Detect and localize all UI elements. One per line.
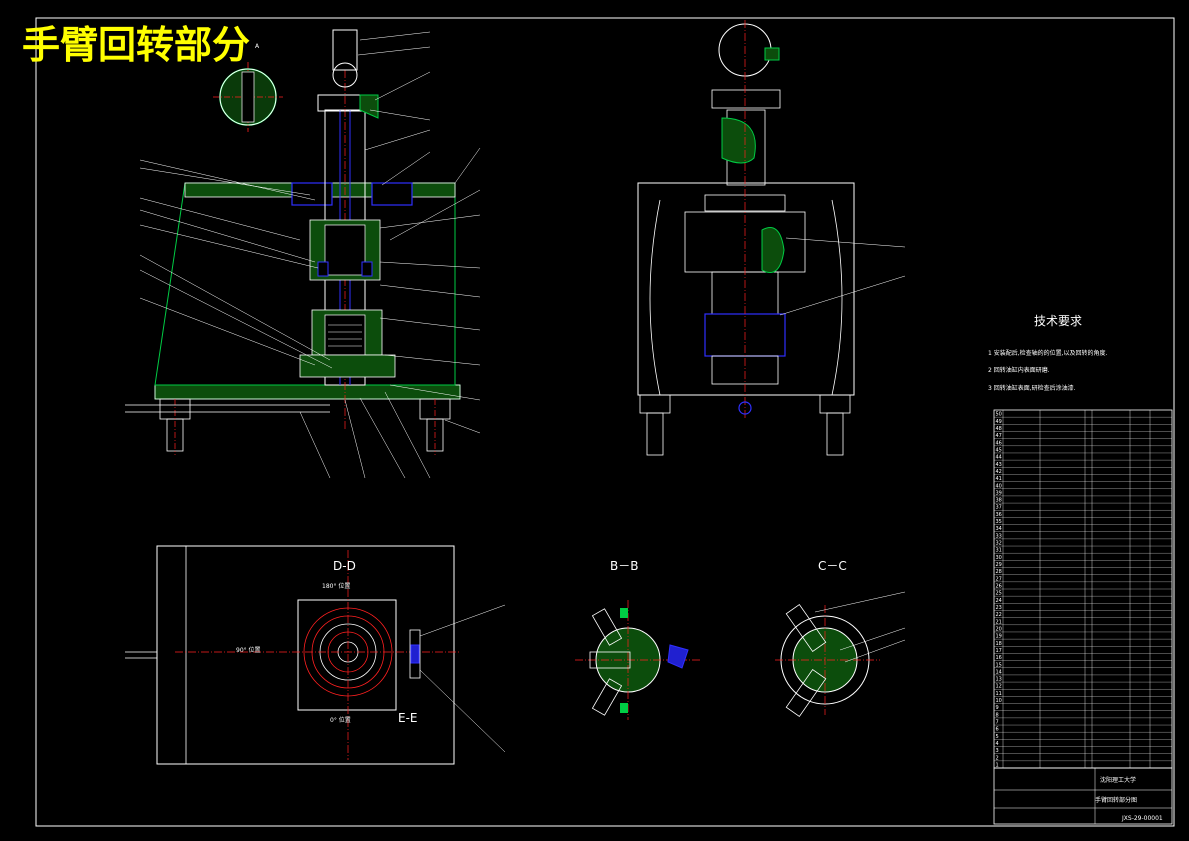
parts-table-row-number: 47 xyxy=(996,433,1002,439)
parts-table-row-number: 27 xyxy=(996,576,1002,582)
side-view xyxy=(637,20,906,456)
parts-table-row-number: 44 xyxy=(996,455,1002,461)
parts-table-row-number: 28 xyxy=(996,569,1002,575)
cc-section-view: C－C xyxy=(775,559,906,717)
parts-table-row-number: 26 xyxy=(996,584,1002,590)
parts-table-row-number: 46 xyxy=(996,440,1002,446)
parts-table-row-number: 8 xyxy=(996,712,999,718)
parts-table-row-number: 7 xyxy=(996,720,999,726)
parts-table-row-number: 4 xyxy=(996,741,999,747)
dd-section-view: D-D 180° 位置 90° 位置 0° 位置 E-E xyxy=(125,545,506,765)
parts-table-row-number: 17 xyxy=(996,648,1002,654)
parts-table-row-number: 41 xyxy=(996,476,1002,482)
parts-table-row-number: 16 xyxy=(996,655,1002,661)
parts-table-row-number: 14 xyxy=(996,669,1002,675)
parts-table-row-number: 11 xyxy=(996,691,1002,697)
parts-table-row-number: 18 xyxy=(996,641,1002,647)
tech-req-heading: 技术要求 xyxy=(1034,314,1082,328)
pos-180-label: 180° 位置 xyxy=(322,582,350,590)
parts-table-row-number: 10 xyxy=(996,698,1002,704)
section-a-label: A xyxy=(255,43,260,50)
parts-table-row-number: 31 xyxy=(996,548,1002,554)
pos-0-label: 0° 位置 xyxy=(330,716,351,724)
parts-table-row-number: 42 xyxy=(996,469,1002,475)
parts-table-row-number: 49 xyxy=(996,419,1002,425)
parts-table-row-number: 32 xyxy=(996,541,1002,547)
parts-table-row-number: 24 xyxy=(996,598,1002,604)
parts-table-row-number: 30 xyxy=(996,555,1002,561)
parts-table-row-number: 13 xyxy=(996,677,1002,683)
parts-table-row-number: 38 xyxy=(996,498,1002,504)
parts-table-row-number: 5 xyxy=(996,734,999,740)
bb-section-view: B－B xyxy=(575,559,700,720)
parts-table-row-number: 2 xyxy=(996,755,999,761)
parts-table-row-number: 50 xyxy=(996,412,1002,418)
section-a-view: A xyxy=(213,43,283,132)
parts-table-row-number: 45 xyxy=(996,447,1002,453)
drawing-number: JXS-29-00001 xyxy=(1121,815,1163,822)
drawing-title: 手臂回转部分 xyxy=(22,23,250,67)
bb-label: B－B xyxy=(610,559,638,573)
pos-90-label: 90° 位置 xyxy=(236,646,261,654)
parts-table-row-number: 12 xyxy=(996,684,1002,690)
tech-requirements: 技术要求 1 安装配后,检查轴的的位置,以及回转的角度. 2 回转油缸内表面研磨… xyxy=(988,314,1108,392)
parts-table-row-number: 20 xyxy=(996,626,1002,632)
parts-table-row-number: 22 xyxy=(996,612,1002,618)
school-name: 沈阳理工大学 xyxy=(1100,776,1136,784)
tech-req-item: 3 回转油缸表面,研检查后涂油漆. xyxy=(988,384,1076,392)
parts-table-row-number: 6 xyxy=(996,727,999,733)
parts-table-row-number: 37 xyxy=(996,505,1002,511)
main-section-view xyxy=(125,29,481,479)
tech-req-item: 2 回转油缸内表面研磨. xyxy=(988,366,1050,374)
parts-table-row-number: 29 xyxy=(996,562,1002,568)
parts-table-row-number: 23 xyxy=(996,605,1002,611)
title-block: 沈阳理工大学 手臂回转部分图 JXS-29-00001 xyxy=(993,767,1173,825)
parts-table-row-number: 3 xyxy=(996,748,999,754)
parts-table-row-number: 21 xyxy=(996,619,1002,625)
parts-table-row-number: 33 xyxy=(996,533,1002,539)
cc-label: C－C xyxy=(818,559,847,573)
parts-table-row-number: 34 xyxy=(996,526,1002,532)
parts-table-row-number: 19 xyxy=(996,634,1002,640)
parts-table-row-number: 1 xyxy=(996,763,999,769)
parts-table-row-number: 40 xyxy=(996,483,1002,489)
parts-table-row-number: 15 xyxy=(996,662,1002,668)
parts-table-row-number: 43 xyxy=(996,462,1002,468)
parts-table-row-number: 25 xyxy=(996,591,1002,597)
parts-table-row-number: 9 xyxy=(996,705,999,711)
drawing-name: 手臂回转部分图 xyxy=(1095,796,1137,804)
ee-label: E-E xyxy=(398,711,418,725)
parts-table-row-number: 39 xyxy=(996,490,1002,496)
parts-table-row-number: 36 xyxy=(996,512,1002,518)
dd-label: D-D xyxy=(333,559,356,573)
parts-list-table: 5049484746454443424140393837363534333231… xyxy=(993,409,1173,769)
parts-table-row-number: 48 xyxy=(996,426,1002,432)
tech-req-item: 1 安装配后,检查轴的的位置,以及回转的角度. xyxy=(988,349,1108,357)
parts-table-row-number: 35 xyxy=(996,519,1002,525)
sheet-frame xyxy=(35,17,1175,827)
